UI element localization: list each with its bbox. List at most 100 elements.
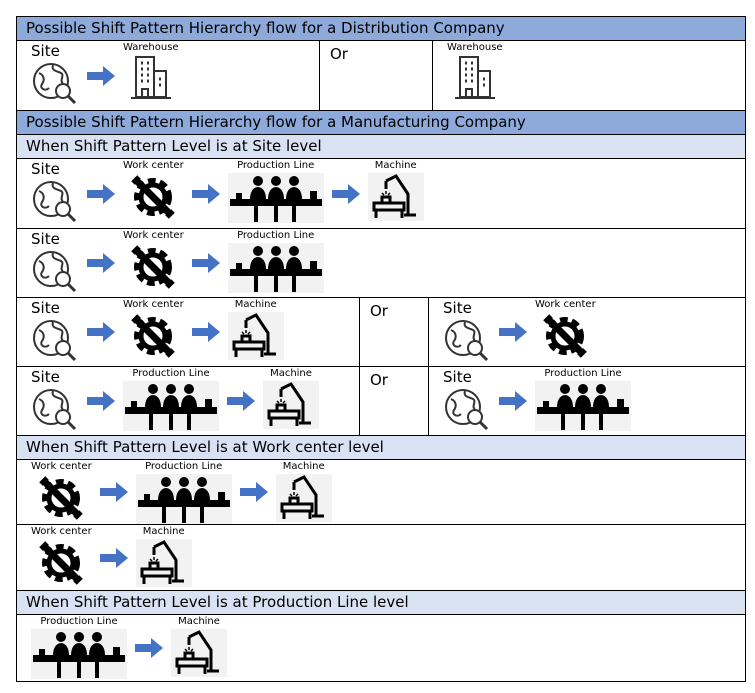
node-site: Site: [31, 229, 79, 297]
productionline-icon: [135, 474, 232, 528]
site-icon: [31, 61, 79, 109]
flow-cell: Site Work center: [429, 298, 745, 366]
section-subheader: When Shift Pattern Level is at Site leve…: [17, 135, 745, 159]
flow-row: Site Work center Production Line Machine: [17, 159, 745, 229]
node-site: Site: [443, 367, 491, 435]
productionline-icon: [227, 243, 324, 297]
node-machine: Machine: [171, 615, 227, 681]
section-header: Possible Shift Pattern Hierarchy flow fo…: [17, 17, 745, 41]
node-label: Site: [31, 230, 60, 248]
arrow-right-icon: [87, 253, 115, 273]
flow-row: Production Line Machine: [17, 615, 745, 681]
warehouse-icon: [128, 55, 174, 103]
site-icon: [443, 318, 491, 366]
warehouse-icon: [452, 55, 498, 103]
node-productionline: Production Line: [227, 159, 324, 227]
workcenter-icon: [125, 312, 181, 364]
flow-cell: Site Work center Machine: [17, 298, 359, 366]
machine-icon: [263, 381, 319, 433]
machine-icon: [171, 629, 227, 681]
node-workcenter: Work center: [31, 525, 92, 591]
arrow-right-icon: [191, 183, 220, 204]
node-label: Production Line: [40, 616, 118, 627]
flow-cell: Warehouse: [433, 41, 745, 110]
or-label: Or: [359, 298, 429, 366]
workcenter-icon: [125, 243, 181, 295]
node-label: Site: [31, 368, 60, 386]
node-label: Work center: [123, 160, 184, 171]
workcenter-icon: [33, 474, 89, 526]
productionline-icon: [123, 381, 219, 435]
node-label: Work center: [31, 461, 92, 472]
machine-icon: [135, 539, 192, 591]
node-productionline: Production Line: [123, 367, 219, 435]
arrow-right-icon: [499, 391, 527, 411]
node-productionline: Production Line: [31, 615, 127, 683]
node-label: Production Line: [237, 160, 315, 171]
machine-icon: [275, 474, 332, 526]
node-site: Site: [443, 298, 491, 366]
productionline-icon: [31, 629, 127, 683]
workcenter-icon: [33, 539, 89, 591]
node-label: Machine: [234, 299, 277, 310]
node-warehouse: Warehouse: [123, 41, 179, 103]
site-icon: [31, 249, 79, 297]
site-icon: [443, 387, 491, 435]
node-workcenter: Work center: [123, 298, 184, 364]
node-label: Machine: [374, 160, 417, 171]
node-site: Site: [31, 367, 79, 435]
arrow-right-icon: [87, 322, 115, 342]
arrow-right-icon: [191, 322, 220, 342]
node-label: Production Line: [237, 230, 315, 241]
arrow-right-icon: [87, 391, 115, 411]
node-productionline: Production Line: [135, 460, 232, 528]
node-label: Warehouse: [123, 42, 179, 53]
node-label: Work center: [535, 299, 596, 310]
node-label: Work center: [31, 526, 92, 537]
node-label: Site: [31, 299, 60, 317]
arrow-right-icon: [99, 547, 128, 568]
flow-row: Site Work center Machine Or Site Work center: [17, 298, 745, 367]
flow-cell: Production Line Machine: [17, 615, 745, 681]
arrow-right-icon: [191, 253, 220, 273]
arrow-right-icon: [135, 638, 163, 658]
flow-cell: Site Warehouse: [17, 41, 319, 110]
site-icon: [31, 387, 79, 435]
or-label: Or: [319, 41, 433, 110]
node-workcenter: Work center: [535, 298, 596, 364]
flow-row: Site Production Line Machine Or Site Producti…: [17, 367, 745, 436]
node-warehouse: Warehouse: [447, 41, 503, 103]
node-label: Site: [443, 299, 472, 317]
productionline-icon: [535, 381, 631, 435]
node-machine: Machine: [135, 525, 192, 591]
section-header: Possible Shift Pattern Hierarchy flow fo…: [17, 111, 745, 135]
node-label: Site: [31, 42, 60, 60]
node-machine: Machine: [367, 159, 424, 225]
section-subheader: When Shift Pattern Level is at Work cent…: [17, 436, 745, 460]
arrow-right-icon: [499, 322, 527, 342]
node-workcenter: Work center: [123, 229, 184, 295]
or-label: Or: [359, 367, 429, 435]
node-productionline: Production Line: [227, 229, 324, 297]
workcenter-icon: [537, 312, 593, 364]
flow-cell: Site Work center Production Line: [17, 229, 745, 297]
node-label: Site: [31, 160, 60, 178]
flow-cell: Site Work center Production Line Machine: [17, 159, 745, 228]
hierarchy-table: Possible Shift Pattern Hierarchy flow fo…: [16, 16, 746, 682]
flow-cell: Work center Machine: [17, 525, 745, 590]
node-label: Machine: [178, 616, 220, 627]
node-label: Work center: [123, 230, 184, 241]
node-workcenter: Work center: [31, 460, 92, 526]
flow-row: Work center Production Line Machine: [17, 460, 745, 525]
node-label: Machine: [270, 368, 312, 379]
node-label: Machine: [282, 461, 325, 472]
arrow-right-icon: [87, 65, 115, 86]
node-machine: Machine: [227, 298, 284, 364]
flow-row: Site Work center Production Line: [17, 229, 745, 298]
workcenter-icon: [125, 173, 181, 225]
node-machine: Machine: [275, 460, 332, 526]
node-label: Work center: [123, 299, 184, 310]
node-productionline: Production Line: [535, 367, 631, 435]
node-label: Site: [443, 368, 472, 386]
